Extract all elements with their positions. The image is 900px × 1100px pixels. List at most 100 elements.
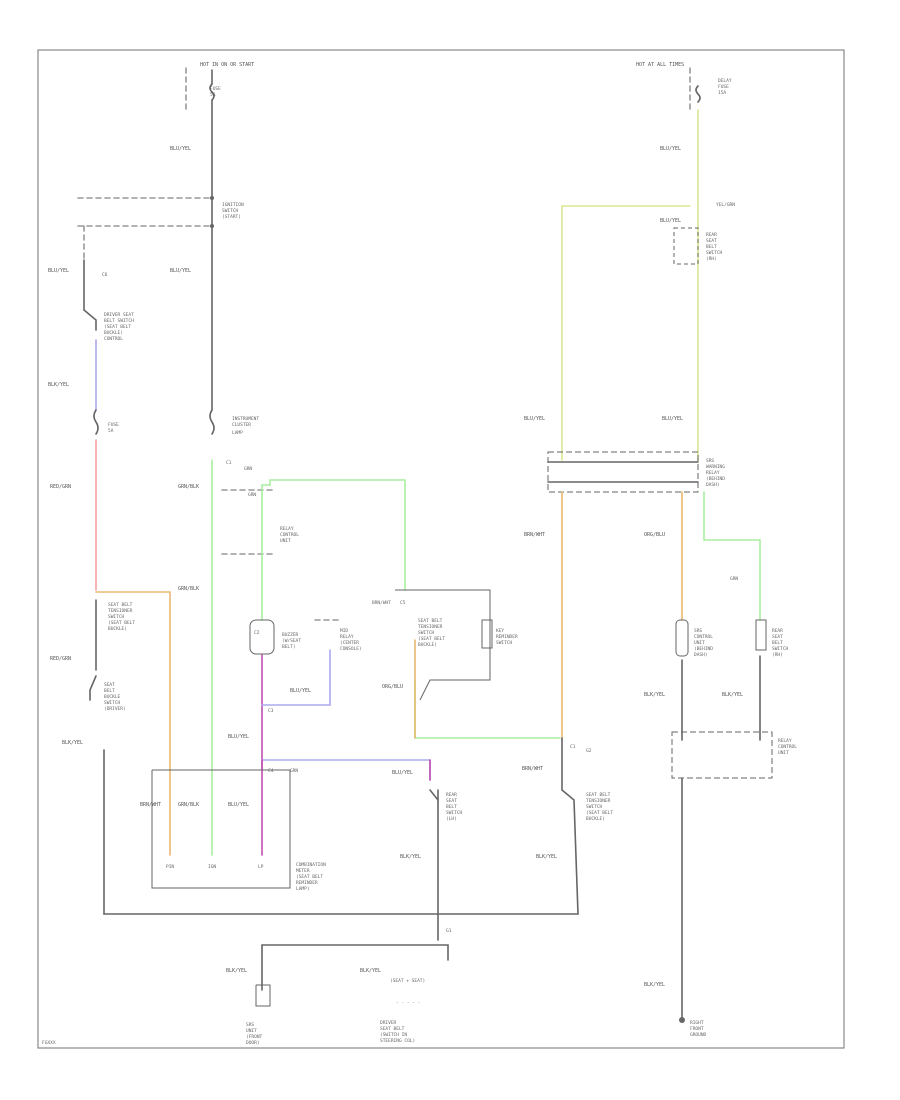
rd-1: REAR <box>706 232 717 238</box>
blue-sw-1: DRIVER SEAT <box>104 312 134 318</box>
c-junction: C1 <box>570 744 576 750</box>
mid-relay-box: SEAT BELT TENSIONER SWITCH (SEAT BELT BU… <box>372 589 561 739</box>
rel-1: KEY <box>496 628 504 634</box>
yel-tag: YEL/GRN <box>716 202 735 208</box>
ground-m2: SEAT BELT <box>380 1026 405 1032</box>
bottom-a: (SEAT + SEAT) <box>390 978 425 984</box>
seat-5: (DRIVER) <box>104 706 126 712</box>
seat-1: SEAT <box>104 682 115 688</box>
ground-m4: STEERING COL) <box>380 1038 415 1044</box>
ground-m3: (SWITCH IN <box>380 1032 407 1038</box>
rm-3b: SWITCH <box>586 804 603 810</box>
relay-unit-2: CONTROL <box>778 744 797 750</box>
buzzer-element: BUZZER (W/SEAT BELT) C2 BLU/YEL BLU/YEL … <box>228 619 431 856</box>
ld-2: SEAT <box>446 798 457 804</box>
rm-5b: BUCKLE) <box>586 816 605 822</box>
wire-label-bluyel-6: BLU/YEL <box>392 770 413 776</box>
blue-sw-5: CONTROL <box>104 336 123 342</box>
fuse-small-2: 5A <box>108 428 114 434</box>
rd-3b: BELT <box>772 640 783 646</box>
ign-relay-l1: IGNITION <box>222 202 244 208</box>
wire-label-r1: BLU/YEL <box>660 146 681 152</box>
c4-label: C4 <box>268 768 274 774</box>
rr-3b: UNIT <box>694 640 705 646</box>
bld-r1: BLK/YEL <box>644 692 665 698</box>
left-sw-2: TENSIONER <box>108 608 133 614</box>
bld-r2: BLK/YEL <box>722 692 743 698</box>
c2-label: C2 <box>254 630 260 636</box>
blue-sw-2: BELT SWITCH <box>104 318 134 324</box>
ld-3: BELT <box>446 804 457 810</box>
ground-r3: GROUND <box>690 1032 707 1038</box>
rd-5b: (RH) <box>772 652 783 658</box>
green-tag-3: GRN/BLK <box>178 802 199 808</box>
orange-tag: ORG/BLU <box>382 684 403 690</box>
figure-code: FGXXX <box>42 1040 56 1046</box>
fuse-right-l3: FUSE <box>718 84 729 90</box>
dimmer-l1: INSTRUMENT <box>232 416 259 422</box>
right-circuit: HOT AT ALL TIMES DELAY FUSE 15A BLU/YEL … <box>522 62 797 1038</box>
lamp-label: LAMP <box>232 430 243 436</box>
rr-3: SWITCH <box>418 630 435 636</box>
rr-1b: SRS <box>694 628 702 634</box>
wire-label-bluyel-3: BLU/YEL <box>290 688 311 694</box>
wire-label-r3: BLU/YEL <box>524 416 545 422</box>
main-feed: HOT IN ON OR START FUSE 5A BLU/YEL IGNIT… <box>77 62 259 436</box>
fuse-left-title: HOT IN ON OR START <box>200 62 254 68</box>
red-tag-2: RED/GRN <box>50 656 71 662</box>
wire-label-bluyel-2: BLU/YEL <box>170 268 191 274</box>
ground-r1: RIGHT <box>690 1020 704 1026</box>
fuse-small-1: FUSE <box>108 422 119 428</box>
right-relay-2: WARNING <box>706 464 725 470</box>
brown-2: BRN/WHT <box>140 802 161 808</box>
rr-1: SEAT BELT <box>418 618 443 624</box>
buzzer-l2: (W/SEAT <box>282 638 301 644</box>
rel-2: REMINDER <box>496 634 518 640</box>
ld-4: SWITCH <box>446 810 463 816</box>
ld-5: (LH) <box>446 816 457 822</box>
fuse-right-title: HOT AT ALL TIMES <box>636 62 684 68</box>
rm-4b: (SEAT BELT <box>586 810 613 816</box>
left-circuit: BLU/YEL C6 DRIVER SEAT BELT SWITCH (SEAT… <box>48 225 171 915</box>
rr-4b: (BEHIND <box>694 646 713 652</box>
rd-5: (RH) <box>706 256 717 262</box>
rd-4b: SWITCH <box>772 646 789 652</box>
combo-pin-3: LP <box>258 864 264 870</box>
combo-3: (SEAT BELT <box>296 874 323 880</box>
wire-label-bluyel-4: BLU/YEL <box>228 734 249 740</box>
wire-label-bluyel-1: BLU/YEL <box>170 146 191 152</box>
wire-label-bluyel-left: BLU/YEL <box>48 268 69 274</box>
green-tag-1: GRN/BLK <box>178 484 199 490</box>
red-tag: RED/GRN <box>50 484 71 490</box>
right-relay-5: DASH) <box>706 482 720 488</box>
relay-bot-3: UNIT <box>280 538 291 544</box>
right-relay-1: SRS <box>706 458 714 464</box>
bld-mid-1: BLK/YEL <box>400 854 421 860</box>
bld-r3: BLK/YEL <box>644 982 665 988</box>
relay-bot-1: RELAY <box>280 526 294 532</box>
rr-2: TENSIONER <box>418 624 443 630</box>
green-tag-r: GRN <box>730 576 738 582</box>
green-tag-2: GRN/BLK <box>178 586 199 592</box>
combo-2: METER <box>296 868 310 874</box>
seat-4: SWITCH <box>104 700 121 706</box>
rr-2b: CONTROL <box>694 634 713 640</box>
right-relay-4: (BEHIND <box>706 476 725 482</box>
rd-4: SWITCH <box>706 250 723 256</box>
rd-1b: REAR <box>772 628 783 634</box>
green-tag-sm-3: GRN <box>290 768 298 774</box>
wire-label-bluyel-5: BLU/YEL <box>228 802 249 808</box>
g-a: G1 <box>446 928 452 934</box>
relay-unit-3: UNIT <box>778 750 789 756</box>
relay-unit-1: RELAY <box>778 738 792 744</box>
blue-sw-3: (SEAT BELT <box>104 324 131 330</box>
brown-1: BRN/WHT <box>372 600 391 606</box>
combo-5: LAMP) <box>296 886 310 892</box>
left-sw-1: SEAT BELT <box>108 602 133 608</box>
diagram-frame <box>37 49 845 1049</box>
rel-3: SWITCH <box>496 640 513 646</box>
left-sw-4: (SEAT BELT <box>108 620 135 626</box>
combo-pin-2: IGN <box>208 864 216 870</box>
buzzer-l1: BUZZER <box>282 632 299 638</box>
